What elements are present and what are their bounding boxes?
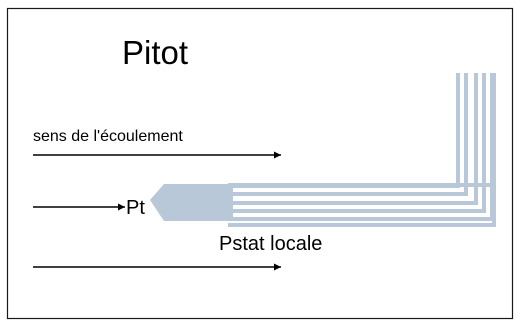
total-pressure-label: Pt (126, 197, 145, 219)
flow-direction-label: sens de l'écoulement (33, 128, 183, 145)
tube-wall-outer (228, 73, 486, 213)
diagram-title: Pitot (122, 34, 188, 71)
total-pressure-channel (228, 73, 468, 196)
diagram-border (6, 7, 514, 320)
tube-wall-middle (228, 73, 478, 205)
static-pressure-label: Pstat locale (219, 233, 322, 255)
pitot-tube (150, 73, 496, 227)
pitot-tube-head (150, 184, 233, 221)
tube-wall-inner (228, 73, 460, 188)
